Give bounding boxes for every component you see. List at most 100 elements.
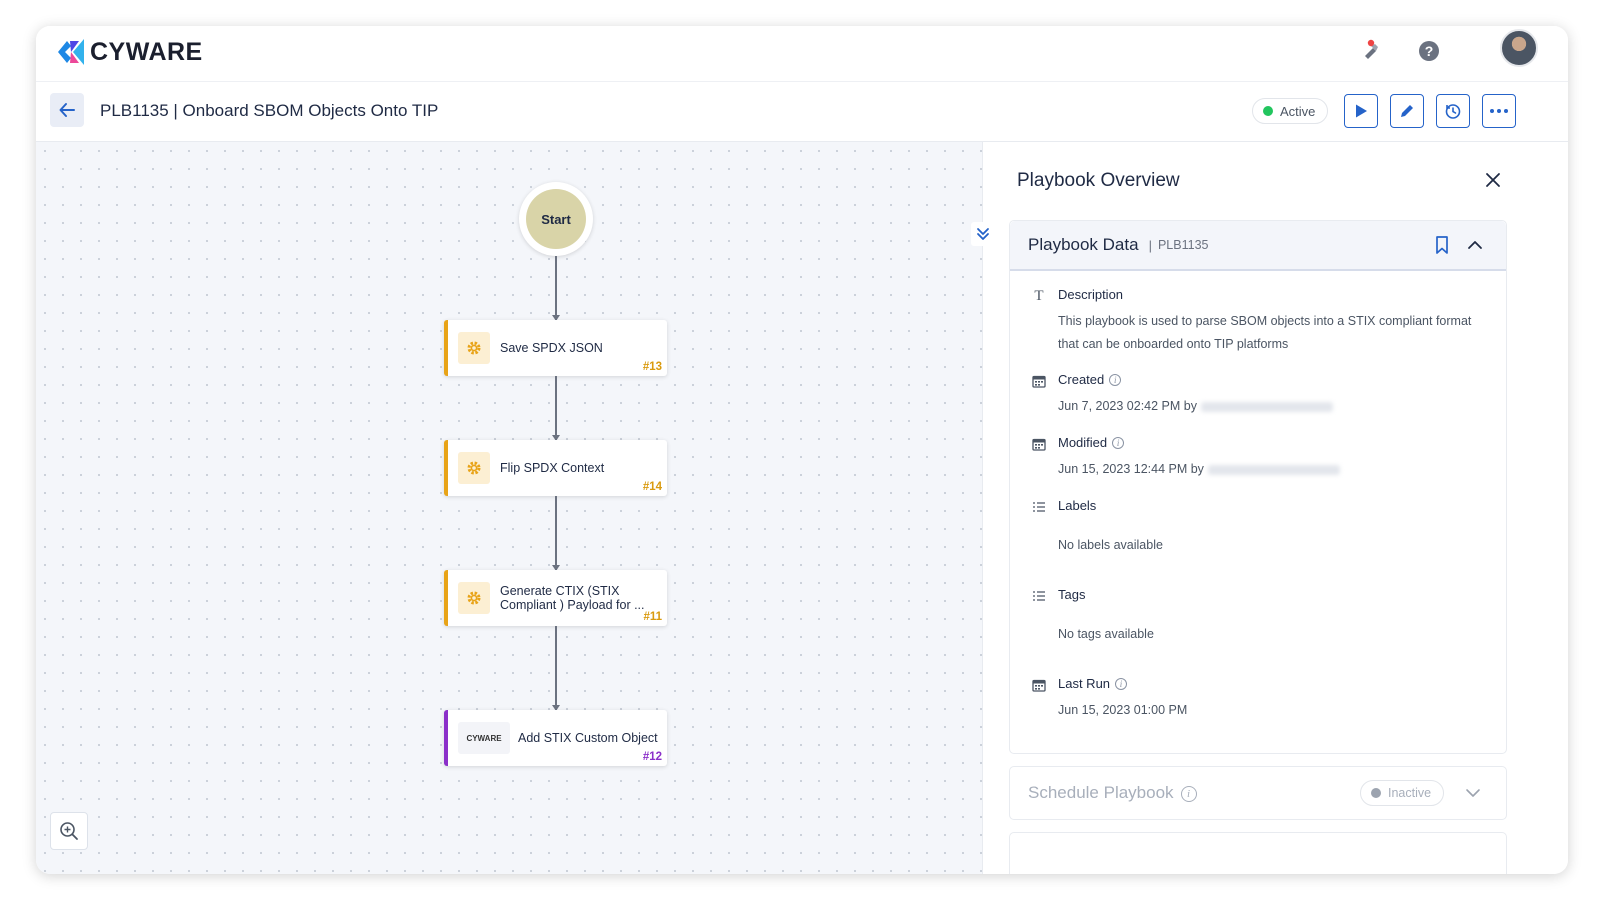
node-label: Save SPDX JSON: [500, 341, 603, 355]
app-logo: CYWARE: [458, 722, 510, 754]
double-chevron-down-icon: [977, 228, 989, 240]
node-label: Add STIX Custom Object: [518, 731, 658, 745]
status-dot: [1371, 788, 1381, 798]
notification-pin-icon[interactable]: [1356, 36, 1386, 66]
playbook-data-header[interactable]: Playbook Data | PLB1135: [1010, 221, 1506, 271]
start-node[interactable]: Start: [519, 182, 593, 256]
tags-value: No tags available: [1058, 627, 1154, 641]
top-bar: CYWARE ?: [36, 26, 1568, 82]
modified-value: Jun 15, 2023 12:44 PM by: [1058, 458, 1488, 481]
close-icon: [1486, 173, 1500, 187]
cyware-logo-icon: [58, 39, 84, 65]
gear-icon: [458, 452, 490, 484]
gear-icon: [458, 582, 490, 614]
start-label: Start: [526, 189, 586, 249]
playbook-header: PLB1135 | Onboard SBOM Objects Onto TIP …: [36, 82, 1568, 142]
redacted-user: [1200, 401, 1333, 412]
playbook-overview-panel: Playbook Overview Playbook Data | PLB113…: [971, 142, 1568, 874]
node-label: Generate CTIX (STIX Compliant ) Payload …: [500, 584, 645, 612]
next-section-card: [1009, 832, 1507, 874]
node-add-stix-custom-object[interactable]: CYWARE Add STIX Custom Object #12: [444, 710, 667, 766]
page-title: PLB1135 | Onboard SBOM Objects Onto TIP: [100, 101, 439, 120]
help-icon[interactable]: ?: [1414, 36, 1444, 66]
play-icon: [1356, 104, 1367, 118]
app-logo-text: CYWARE: [466, 733, 502, 743]
playbook-data-card: Playbook Data | PLB1135 T Description Th…: [1009, 220, 1507, 754]
field-label: Modified i: [1058, 435, 1125, 450]
modified-label: Modified: [1058, 435, 1108, 450]
pencil-icon: [1401, 105, 1413, 117]
status-label: Active: [1280, 103, 1316, 119]
panel-title: Playbook Overview: [1017, 170, 1180, 191]
user-avatar[interactable]: [1500, 29, 1538, 67]
schedule-status-label: Inactive: [1388, 786, 1432, 800]
redacted-user: [1207, 464, 1340, 475]
status-dot: [1263, 106, 1273, 116]
chevron-up-icon[interactable]: [1466, 236, 1484, 254]
field-label: Last Run i: [1058, 676, 1128, 691]
gear-icon: [458, 332, 490, 364]
list-icon: [1032, 589, 1046, 603]
field-label: Created i: [1058, 372, 1122, 387]
calendar-icon: [1032, 437, 1046, 451]
description-value: This playbook is used to parse SBOM obje…: [1058, 314, 1472, 351]
info-icon[interactable]: i: [1109, 374, 1122, 386]
connector: [552, 256, 559, 321]
brand-name: CYWARE: [90, 37, 203, 66]
zoom-in-icon: [60, 822, 78, 840]
created-value: Jun 7, 2023 02:42 PM by: [1058, 395, 1488, 418]
node-number: #12: [642, 751, 662, 763]
field-label: Tags: [1058, 587, 1086, 602]
schedule-title-text: Schedule Playbook: [1028, 783, 1174, 802]
text-type-icon: T: [1034, 287, 1044, 304]
more-options-button[interactable]: [1482, 94, 1516, 128]
schedule-playbook-section[interactable]: Schedule Playbook i Inactive: [1009, 766, 1507, 820]
modified-date: Jun 15, 2023 12:44 PM by: [1058, 462, 1204, 476]
last-run-label: Last Run: [1058, 676, 1111, 691]
status-badge[interactable]: Active: [1252, 98, 1329, 124]
node-number: #14: [642, 481, 662, 493]
card-separator: |: [1148, 237, 1152, 253]
more-icon: [1490, 109, 1508, 113]
edit-button[interactable]: [1390, 94, 1424, 128]
last-run-value: Jun 15, 2023 01:00 PM: [1058, 703, 1188, 717]
info-icon[interactable]: i: [1112, 437, 1125, 449]
node-label: Flip SPDX Context: [500, 461, 605, 475]
history-icon: [1445, 104, 1461, 119]
schedule-status-badge[interactable]: Inactive: [1360, 780, 1445, 806]
node-number: #11: [643, 611, 662, 623]
chevron-down-icon[interactable]: [1464, 784, 1482, 802]
field-label: Description: [1058, 287, 1124, 302]
node-save-spdx-json[interactable]: Save SPDX JSON #13: [444, 320, 667, 376]
arrow-left-icon: [59, 103, 75, 117]
connector: [552, 376, 559, 441]
created-label: Created: [1058, 372, 1105, 387]
bookmark-icon[interactable]: [1434, 235, 1450, 255]
node-generate-ctix-payload[interactable]: Generate CTIX (STIX Compliant ) Payload …: [444, 570, 667, 626]
collapse-panel-button[interactable]: [971, 222, 995, 246]
close-panel-button[interactable]: [1481, 168, 1505, 192]
zoom-button[interactable]: [50, 812, 88, 850]
back-button[interactable]: [50, 93, 84, 127]
playbook-canvas[interactable]: Start Save SPDX JSON #13 Flip SPDX Conte…: [36, 142, 982, 874]
calendar-icon: [1032, 374, 1046, 388]
created-date: Jun 7, 2023 02:42 PM by: [1058, 399, 1197, 413]
connector: [552, 496, 559, 571]
node-number: #13: [642, 361, 662, 373]
svg-text:?: ?: [1425, 43, 1434, 59]
history-button[interactable]: [1436, 94, 1470, 128]
node-flip-spdx-context[interactable]: Flip SPDX Context #14: [444, 440, 667, 496]
field-label: Labels: [1058, 498, 1097, 513]
info-icon[interactable]: i: [1115, 678, 1128, 690]
calendar-icon: [1032, 678, 1046, 692]
run-button[interactable]: [1344, 94, 1378, 128]
playbook-id: PLB1135: [1157, 238, 1209, 252]
brand-logo[interactable]: CYWARE: [56, 35, 203, 69]
schedule-title: Schedule Playbook i: [1028, 783, 1197, 803]
list-icon: [1032, 500, 1046, 514]
app-window: CYWARE ? PLB1135 | Onboard SBOM Objects …: [36, 26, 1568, 874]
card-title: Playbook Data: [1028, 235, 1139, 254]
connector: [552, 626, 559, 711]
labels-value: No labels available: [1058, 538, 1163, 552]
info-icon[interactable]: i: [1180, 786, 1197, 802]
